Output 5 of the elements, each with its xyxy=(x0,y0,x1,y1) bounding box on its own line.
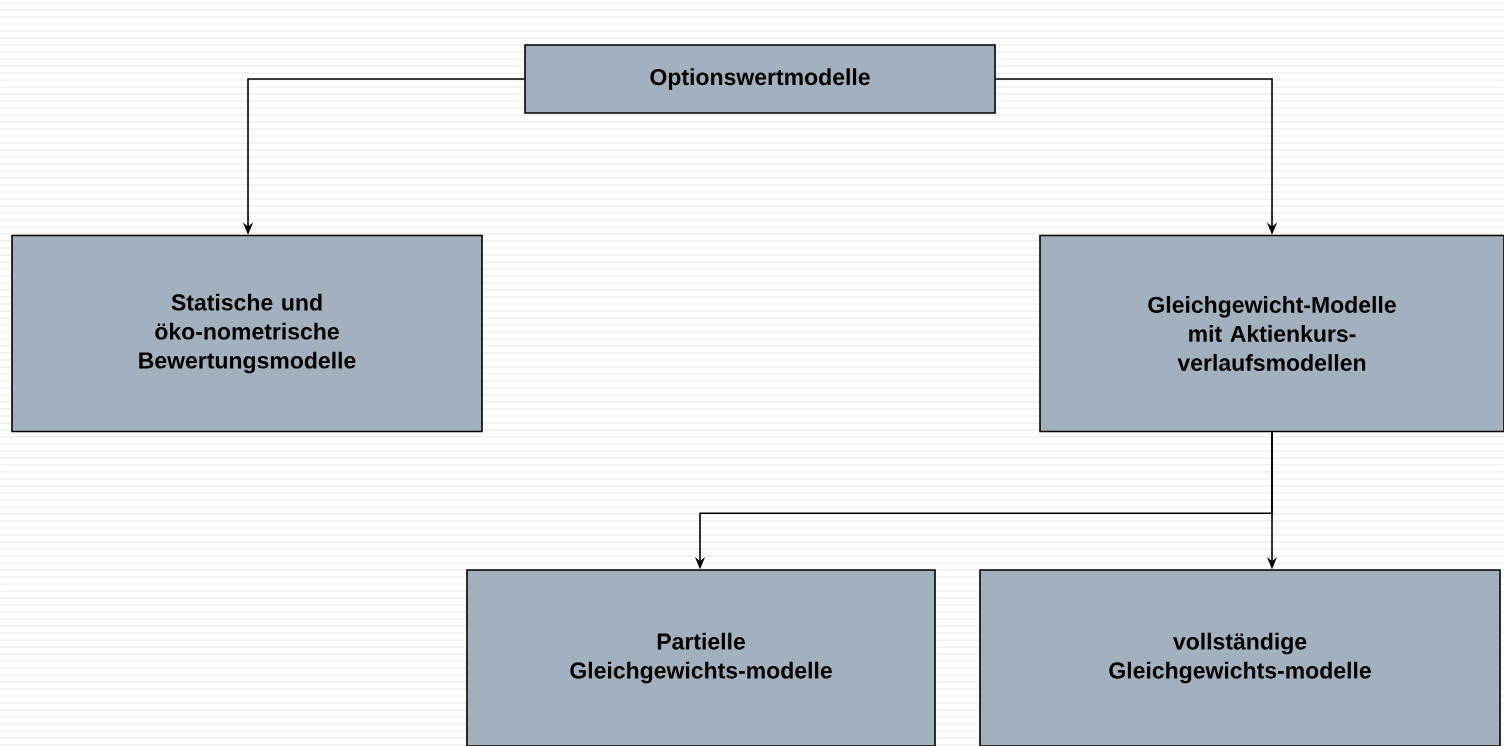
process-box: vollständige Gleichgewichts-modelle xyxy=(979,569,1501,746)
process-box: Partielle Gleichgewichts-modelle xyxy=(466,569,936,746)
process-box: Optionswertmodelle xyxy=(524,44,996,114)
process-box: Gleichgewicht-Modelle mit Aktienkurs-verlaufsmodellen xyxy=(1039,234,1504,433)
process-box: Statische und öko-nometrische Bewertungsmodelle xyxy=(11,234,483,433)
